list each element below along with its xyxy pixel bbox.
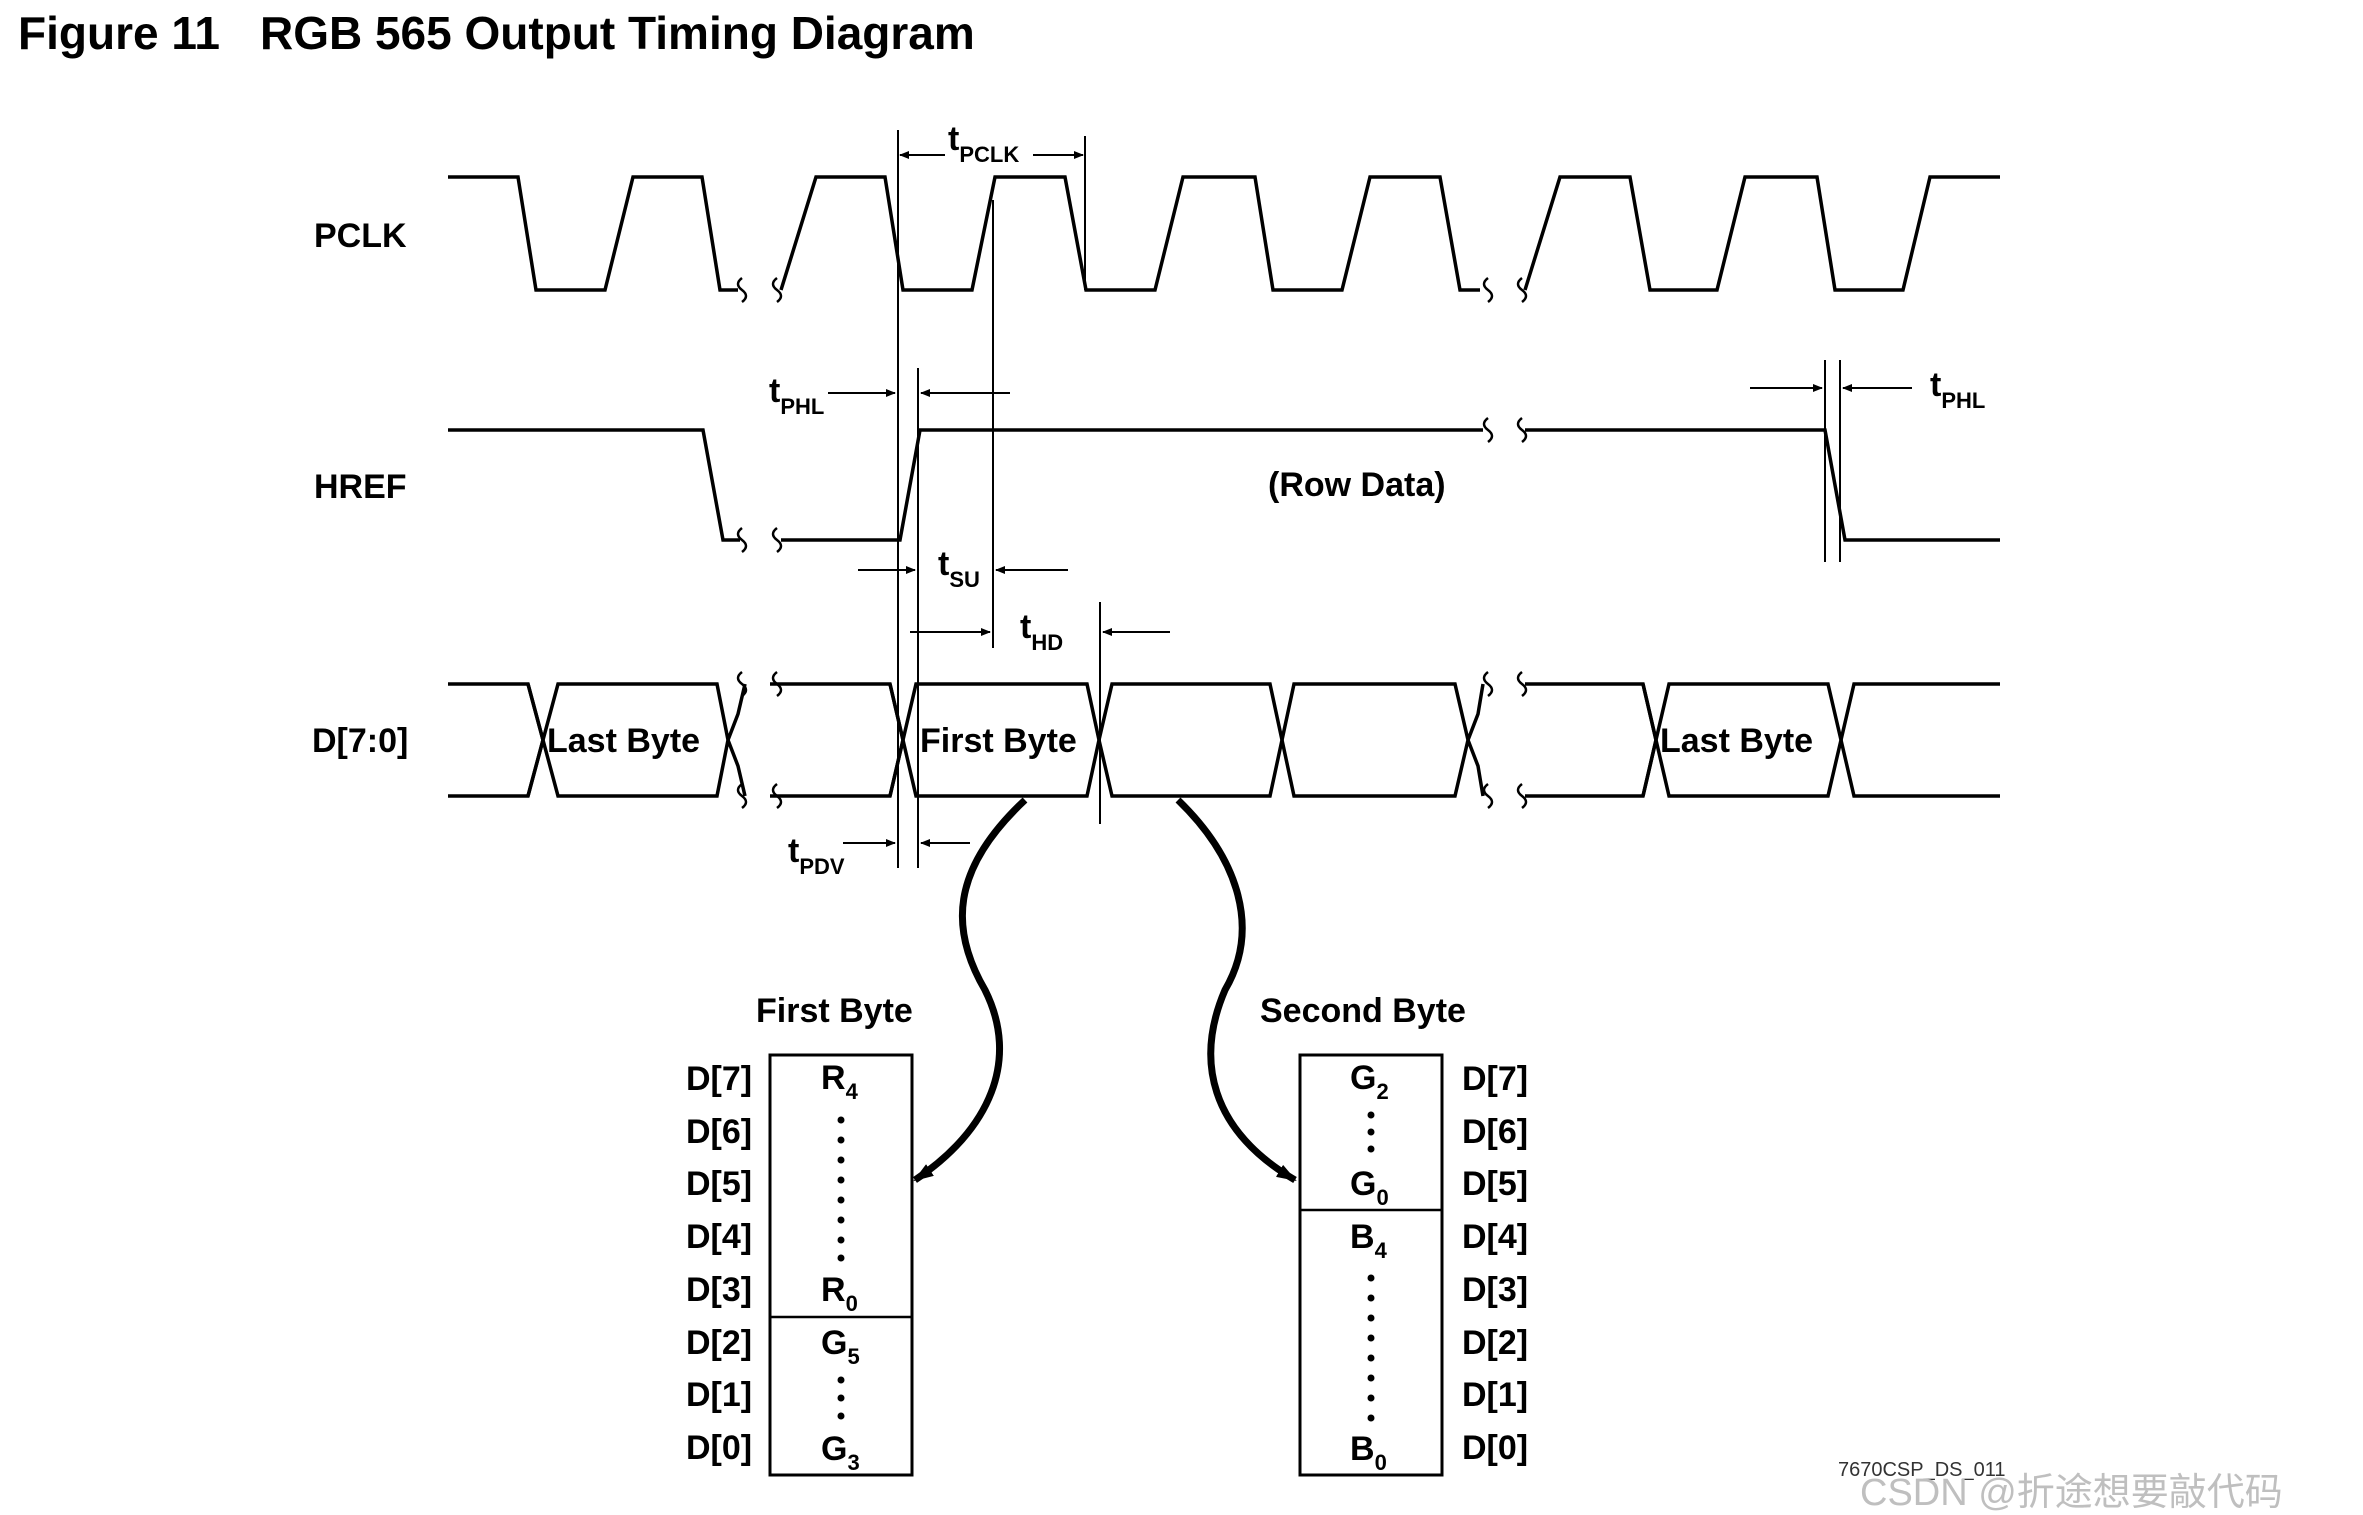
svg-text:B4: B4: [1350, 1218, 1388, 1263]
second-byte-curved-arrow: [1175, 797, 1297, 1184]
t-pclk-annotation: tPCLK: [899, 120, 1084, 167]
svg-text:D[7]: D[7]: [686, 1060, 752, 1098]
t-phl-right-annotation: tPHL: [1750, 366, 1985, 413]
svg-text:D[4]: D[4]: [1462, 1218, 1528, 1256]
first-byte-r-dots: [837, 1116, 845, 1262]
data-cell-last-byte-1: Last Byte: [547, 722, 700, 760]
second-byte-g-dots: [1367, 1111, 1375, 1153]
first-byte-box: First Byte D[7] D[6] D[5] D[4] D[3] D[2]…: [686, 992, 914, 1477]
svg-text:D[0]: D[0]: [1462, 1429, 1528, 1467]
href-waveform: [448, 428, 2000, 542]
svg-text:G2: G2: [1350, 1059, 1389, 1104]
first-byte-g-dots: [837, 1376, 845, 1420]
t-phl-left-annotation: tPHL: [769, 372, 1010, 419]
svg-text:D[7]: D[7]: [1462, 1060, 1528, 1098]
t-hd-annotation: tHD: [910, 608, 1170, 655]
second-byte-title: Second Byte: [1260, 992, 1466, 1030]
first-byte-title: First Byte: [756, 992, 913, 1030]
svg-text:G3: G3: [821, 1430, 860, 1475]
svg-text:tPDV: tPDV: [788, 832, 845, 879]
data-bus-waveform: [448, 682, 2000, 798]
data-bus-label: D[7:0]: [312, 722, 408, 760]
pclk-break-marks: [736, 277, 1528, 303]
svg-text:G0: G0: [1350, 1165, 1389, 1210]
svg-text:tPHL: tPHL: [1930, 366, 1985, 413]
row-data-label: (Row Data): [1268, 466, 1446, 504]
svg-text:D[3]: D[3]: [686, 1271, 752, 1309]
svg-text:G5: G5: [821, 1324, 860, 1369]
data-cell-first-byte: First Byte: [920, 722, 1077, 760]
svg-text:D[2]: D[2]: [686, 1324, 752, 1362]
t-pdv-annotation: tPDV: [788, 832, 970, 879]
svg-text:D[6]: D[6]: [1462, 1113, 1528, 1151]
figure-title: Figure 11 RGB 565 Output Timing Diagram: [18, 6, 975, 60]
svg-text:R4: R4: [821, 1059, 859, 1104]
watermark: CSDN @折途想要敲代码: [1860, 1472, 2283, 1514]
timing-reference-lines: [897, 130, 1841, 868]
figure-title-text: RGB 565 Output Timing Diagram: [259, 7, 975, 59]
svg-text:D[3]: D[3]: [1462, 1271, 1528, 1309]
t-su-annotation: tSU: [858, 545, 1068, 592]
href-break-marks: [736, 417, 1528, 553]
svg-text:D[2]: D[2]: [1462, 1324, 1528, 1362]
svg-text:D[1]: D[1]: [1462, 1376, 1528, 1414]
data-cell-last-byte-2: Last Byte: [1660, 722, 1813, 760]
first-byte-pin-labels: D[7] D[6] D[5] D[4] D[3] D[2] D[1] D[0]: [686, 1060, 752, 1467]
second-byte-pin-labels: D[7] D[6] D[5] D[4] D[3] D[2] D[1] D[0]: [1462, 1060, 1528, 1467]
svg-text:D[5]: D[5]: [686, 1165, 752, 1203]
svg-text:D[1]: D[1]: [686, 1376, 752, 1414]
first-byte-curved-arrow: [913, 797, 1028, 1183]
svg-text:tPCLK: tPCLK: [948, 120, 1019, 167]
svg-text:tHD: tHD: [1020, 608, 1063, 655]
pclk-label: PCLK: [314, 217, 407, 255]
figure-number: Figure 11: [18, 7, 220, 59]
href-label: HREF: [314, 468, 407, 506]
second-byte-b-dots: [1367, 1274, 1375, 1422]
svg-text:D[0]: D[0]: [686, 1429, 752, 1467]
data-break-marks: [736, 671, 1528, 809]
figure-code: 7670CSP_DS_011: [1838, 1459, 2006, 1481]
svg-text:R0: R0: [821, 1271, 858, 1316]
svg-text:D[5]: D[5]: [1462, 1165, 1528, 1203]
svg-text:B0: B0: [1350, 1430, 1387, 1475]
pclk-waveform: [448, 175, 2000, 292]
svg-text:tPHL: tPHL: [769, 372, 824, 419]
svg-text:tSU: tSU: [938, 545, 980, 592]
second-byte-box: Second Byte D[7] D[6] D[5] D[4] D[3] D[2…: [1260, 992, 1528, 1477]
svg-text:D[4]: D[4]: [686, 1218, 752, 1256]
svg-text:D[6]: D[6]: [686, 1113, 752, 1151]
